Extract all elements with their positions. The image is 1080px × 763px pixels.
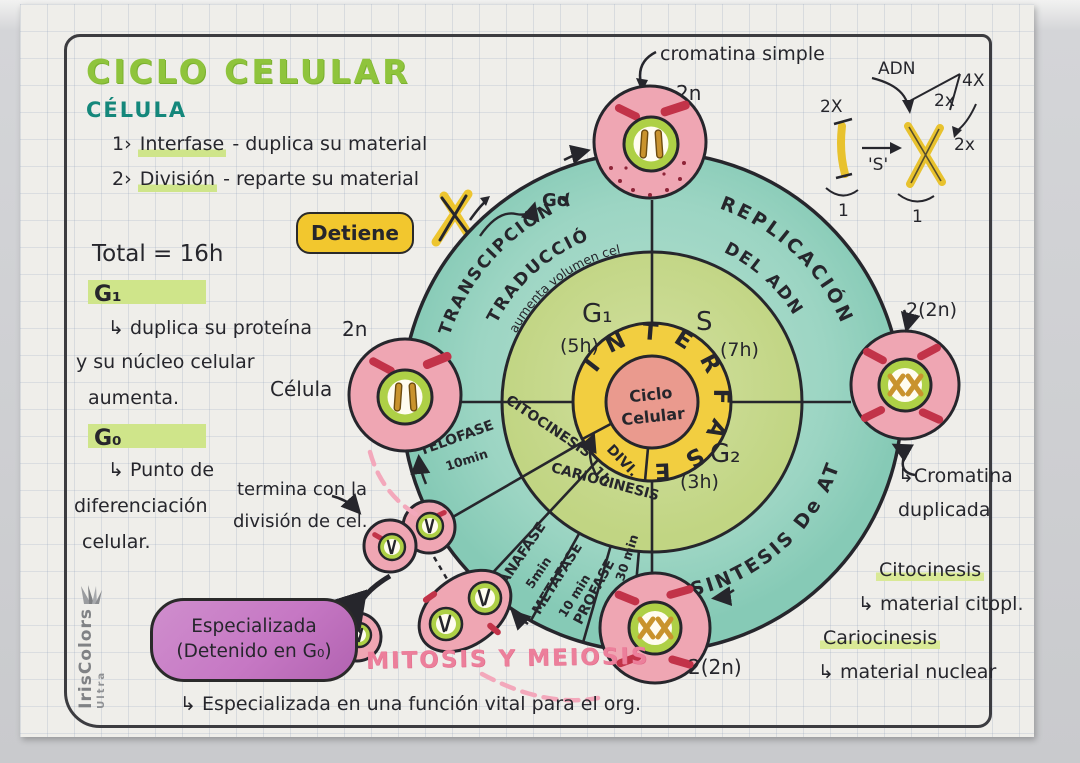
- ploidy-right-label: 2(2n): [906, 299, 958, 321]
- chromosomes-II: [639, 129, 664, 159]
- list-item-interfase: 1› Interfase - duplica su material: [112, 133, 428, 157]
- chromosomes-II: [393, 382, 418, 412]
- total-note: Total = 16h: [92, 241, 224, 267]
- cariocinesis-note: Cariocinesis: [820, 627, 941, 649]
- page-title: CICLO CELULAR: [86, 52, 411, 91]
- cell-left-2n: [347, 337, 463, 453]
- list-item-division: 2› División - reparte su material: [112, 168, 420, 192]
- g0-highlight: G₀: [88, 424, 206, 451]
- cell-dividing-oval: [417, 568, 513, 654]
- ploidy-left-label: 2n: [342, 317, 368, 341]
- watermark: IrisColors Ultra: [70, 584, 112, 734]
- s-phase-label: 'S': [868, 155, 888, 175]
- cell-bottom-duplicated: [598, 571, 712, 685]
- cell-cycle-wheel: TRANSCIPCIÓN Y TRADUCCIÓN aumenta volume…: [330, 60, 961, 703]
- especializada-badge: Especializada (Detenido en G₀): [150, 598, 358, 682]
- g0-note-2: diferenciación: [74, 495, 208, 517]
- item-term: Interfase: [137, 133, 227, 157]
- cell-top-2n: [592, 84, 708, 200]
- cells-telophase-pair: [362, 499, 457, 574]
- celula-label: Célula: [270, 377, 333, 401]
- chromosomes-XX: [637, 616, 674, 640]
- chromatin-bars: [860, 343, 944, 424]
- item-number: 2›: [112, 168, 132, 190]
- item-number: 1›: [112, 133, 132, 155]
- g0-heading: G₀: [94, 426, 122, 451]
- chromatin-bars: [369, 351, 452, 375]
- iris-leaf-icon: [81, 585, 102, 604]
- center-line1: Ciclo: [628, 383, 673, 406]
- mitosis-meiosis-title: MITOSIS Y MEIOSIS: [365, 643, 650, 675]
- center-circle: [604, 354, 700, 450]
- g1-highlight: G₁: [88, 280, 206, 307]
- termina-note-1: termina con la: [237, 479, 367, 500]
- g0-note-3: celular.: [82, 531, 151, 553]
- hand-drawn-frame: [64, 34, 992, 728]
- g1-note-3: aumenta.: [88, 387, 180, 409]
- cromatina-simple-label: cromatina simple: [660, 43, 825, 65]
- cytoplasm-dots: [609, 161, 686, 197]
- s-time-label: (7h): [720, 339, 759, 361]
- g1-note-2: y su núcleo celular: [76, 351, 255, 373]
- cariocinesis-term: Cariocinesis: [820, 627, 941, 649]
- watermark-brand: IrisColors: [75, 608, 96, 709]
- watermark-sub: Ultra: [95, 670, 107, 709]
- g1-phase-label: G₁: [582, 299, 613, 329]
- adn-ploidy-sketch: ADN 2X 1 'S' 2x 4X 2x 1: [820, 59, 985, 227]
- right-2x-label: 2x: [954, 135, 975, 155]
- chromosomes-XX: [887, 373, 924, 397]
- one-left-label: 1: [838, 201, 849, 221]
- flow-arrows: [330, 144, 921, 634]
- termina-note-2: división de cel.: [233, 511, 368, 532]
- chromatin-bars: [614, 585, 694, 669]
- one-right-label: 1: [912, 207, 923, 227]
- top-2x-label: 2x: [934, 91, 955, 111]
- single-chromatid-sketch: [837, 122, 849, 178]
- cromatina-dup-1: ↳Cromatina: [898, 465, 1013, 487]
- g1-time-label: (5h): [560, 335, 599, 357]
- citocinesis-term: Citocinesis: [876, 559, 985, 581]
- g1-heading: G₁: [94, 282, 122, 307]
- pink-dashed-arcs: [367, 449, 601, 703]
- citocinesis-note: Citocinesis: [876, 559, 985, 581]
- g1-note-1: ↳ duplica su proteína: [108, 317, 312, 339]
- adn-label: ADN: [878, 59, 915, 79]
- footer-note: ↳ Especializada en una función vital par…: [180, 693, 641, 715]
- go-exit-label: Go: [542, 190, 569, 211]
- detiene-badge: Detiene: [296, 212, 414, 254]
- page-subtitle: CÉLULA: [86, 98, 188, 122]
- item-term: División: [137, 168, 218, 192]
- especializada-line2: (Detenido en G₀): [176, 641, 332, 662]
- citocinesis-desc: ↳ material citopl.: [858, 593, 1024, 615]
- s-phase-label: S: [696, 307, 713, 337]
- chromatin-bars: [614, 100, 690, 121]
- cariocinesis-desc: ↳ material nuclear: [818, 661, 997, 683]
- cromatina-dup-2: duplicada: [898, 499, 991, 521]
- cromatina-arrow: [636, 50, 657, 92]
- ploidy-bottom-label: 2(2n): [688, 655, 742, 679]
- g2-phase-label: G₂: [710, 439, 741, 469]
- item-desc: - reparte su material: [223, 168, 420, 190]
- cell-right-duplicated: [849, 329, 961, 441]
- left-2x-label: 2X: [820, 97, 843, 117]
- item-desc: - duplica su material: [232, 133, 428, 155]
- g2-time-label: (3h): [680, 471, 719, 493]
- total-4x-label: 4X: [962, 71, 985, 91]
- g0-note-1: ↳ Punto de: [108, 459, 215, 481]
- especializada-line1: Especializada: [191, 616, 317, 638]
